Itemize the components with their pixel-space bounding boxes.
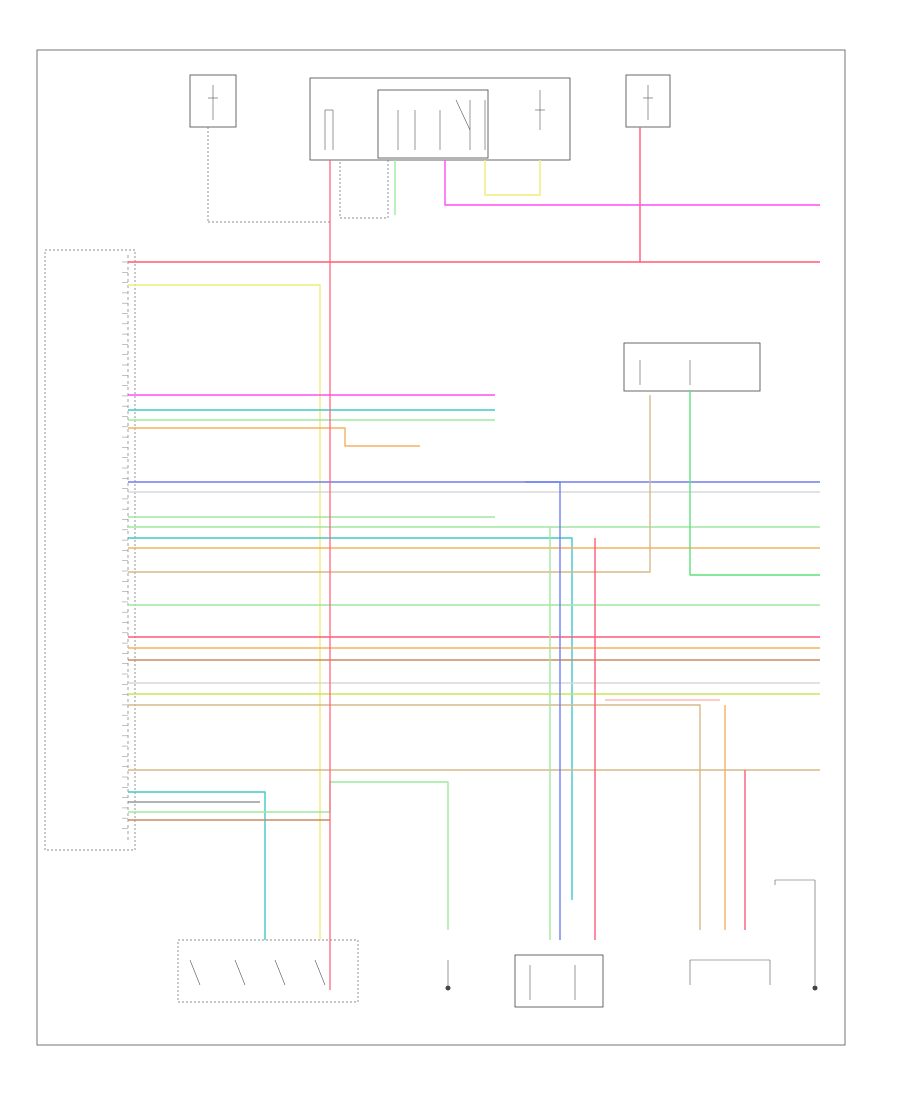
wire-cyan-down (128, 537, 573, 900)
pin-labels (122, 261, 128, 829)
brake-switch (445, 960, 451, 991)
wire-cyan-trs (128, 791, 266, 940)
fuse-block-left (189, 74, 330, 223)
wire-tan-up (128, 395, 651, 573)
wire-ltgreen-brake (128, 781, 449, 930)
relay-module (309, 77, 571, 219)
wire-yellow-relay (484, 160, 541, 196)
ground-point (774, 879, 818, 991)
trans-range-sensor (623, 342, 761, 392)
wire-orange-branch (128, 427, 420, 447)
wire-green-trs (689, 390, 820, 576)
wire-blue-ign (525, 481, 561, 940)
diagram-frame (36, 49, 846, 1046)
wire-tan-2 (128, 704, 701, 930)
wire-magenta-top (444, 160, 820, 206)
digital-trs-sensor (177, 939, 359, 1003)
output-shaft-sensor (689, 959, 771, 985)
wire-yellow-vert (128, 284, 321, 940)
wires (128, 127, 820, 990)
ignition-module (514, 954, 604, 1008)
fuse-block-right (625, 74, 671, 128)
pcm-connector (44, 249, 136, 851)
